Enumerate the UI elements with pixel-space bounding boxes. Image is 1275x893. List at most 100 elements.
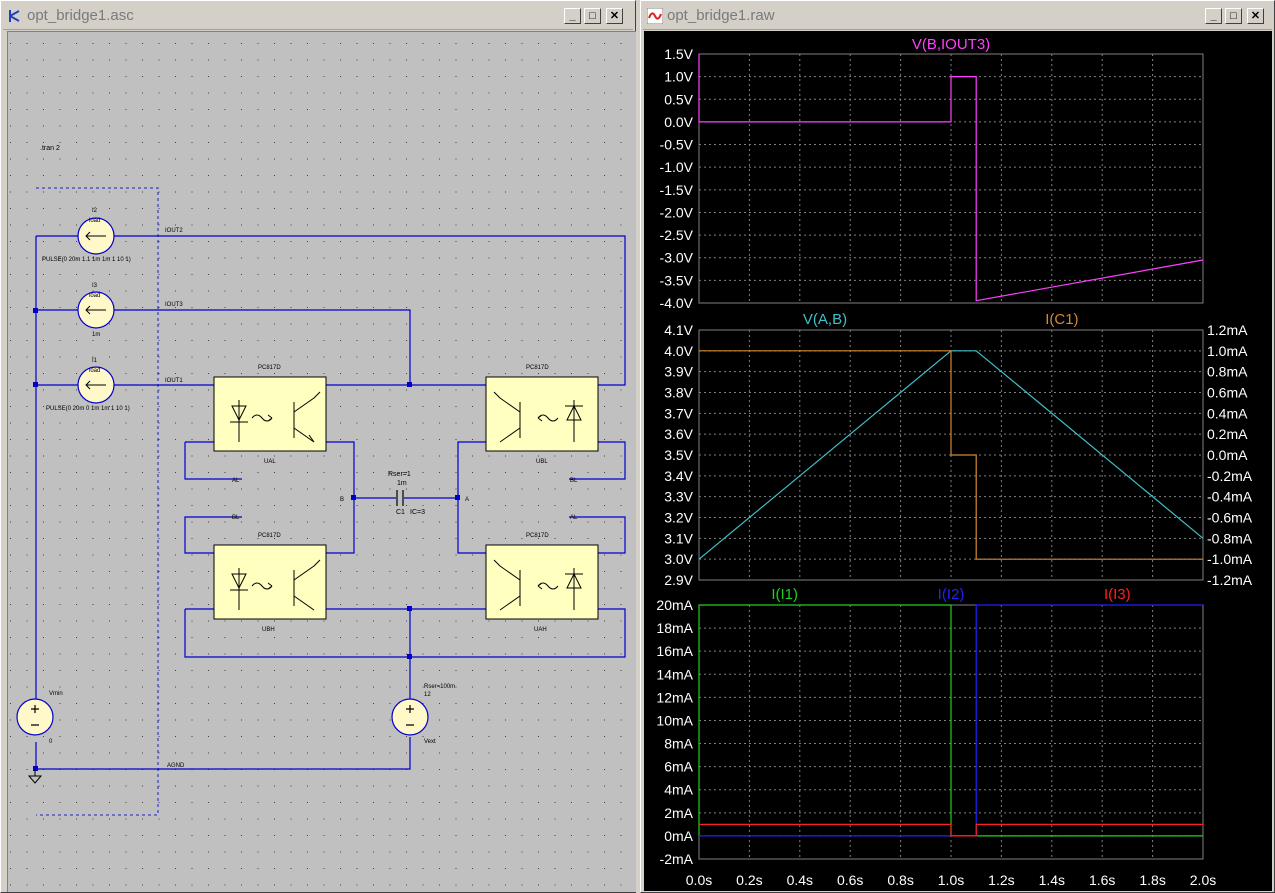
dashed-boundary (36, 187, 159, 816)
c1-value: 1m (397, 480, 407, 487)
plot-window[interactable]: opt_bridge1.raw _ □ ✕ 1.5V 1.0V 0.5V 0.0V -0… (640, 0, 1275, 893)
y-tick-label: 0mA (664, 828, 693, 844)
minimize-button[interactable]: _ (1205, 8, 1222, 24)
y-tick-label: 16mA (656, 643, 693, 659)
net-label-b: B (340, 497, 344, 503)
i1-type: load (89, 368, 100, 374)
y-tick-label: 0.5V (664, 91, 693, 107)
net-label-al-left: AL (232, 478, 240, 484)
ual-ref: UAL (264, 459, 276, 465)
y-tick-label: 2mA (664, 805, 693, 821)
maximize-button[interactable]: □ (584, 8, 601, 24)
y-tick-label: 6mA (664, 759, 693, 775)
y-tick-label: -0.5V (660, 137, 694, 153)
c1-ref: C1 (396, 509, 405, 516)
y2-tick-label: 0.6mA (1207, 385, 1248, 401)
optocoupler-uah[interactable] (485, 544, 599, 620)
y-tick-label: 12mA (656, 689, 693, 705)
y-tick-label: -4.0V (660, 295, 694, 311)
schematic-title: opt_bridge1.asc (27, 7, 134, 24)
y2-tick-label: -0.6mA (1207, 510, 1253, 526)
x-tick-label: 1.6s (1089, 872, 1115, 888)
net-label-iout2: IOUT2 (165, 228, 183, 234)
x-tick-label: 0.2s (736, 872, 762, 888)
series-line (699, 823, 1203, 837)
ubh-ref: UBH (262, 627, 275, 633)
ubh-model: PC817D (258, 533, 281, 539)
trace-label: I(C1) (1045, 311, 1078, 328)
close-button[interactable]: ✕ (606, 8, 623, 24)
y-tick-label: 3.6V (664, 426, 693, 442)
y-tick-label: -2mA (660, 851, 694, 867)
trace-label: V(A,B) (803, 311, 847, 328)
y-tick-label: 2.9V (664, 572, 693, 588)
x-tick-label: 1.4s (1039, 872, 1065, 888)
schematic-window[interactable]: opt_bridge1.asc _ □ ✕ .tran 2 (0, 0, 636, 893)
net-label-iout3: IOUT3 (165, 302, 183, 308)
optocoupler-ubl[interactable] (485, 376, 599, 452)
net-label-bl-left: BL (232, 515, 240, 521)
maximize-button[interactable]: □ (1225, 8, 1242, 24)
net-label-bl-right: BL (570, 478, 578, 484)
close-button[interactable]: ✕ (1247, 8, 1264, 24)
i2-type: load (89, 218, 100, 224)
ual-model: PC817D (258, 365, 281, 371)
y-tick-label: 0.0V (664, 114, 693, 130)
y2-tick-label: 0.0mA (1207, 447, 1248, 463)
y2-tick-label: -0.8mA (1207, 530, 1253, 546)
x-tick-label: 1.2s (988, 872, 1014, 888)
c1-rser: Rser=1 (388, 471, 411, 478)
y-tick-label: 8mA (664, 736, 693, 752)
y-tick-label: 3.1V (664, 530, 693, 546)
plot-titlebar[interactable]: opt_bridge1.raw _ □ ✕ (643, 3, 1272, 30)
y-tick-label: 18mA (656, 620, 693, 636)
net-label-iout1: IOUT1 (165, 378, 183, 384)
y-tick-label: 3.8V (664, 385, 693, 401)
vext-rser: Rser=100m (424, 684, 455, 690)
minimize-button[interactable]: _ (564, 8, 581, 24)
current-source-i3[interactable] (77, 291, 115, 329)
vmin-value: 0 (49, 739, 53, 745)
y-tick-label: 3.5V (664, 447, 693, 463)
i2-value: PULSE(0 20m 1.1 1m 1m 1 10 1) (42, 257, 131, 263)
ubl-ref: UBL (536, 459, 548, 465)
current-source-i2[interactable] (77, 217, 115, 255)
schematic-canvas[interactable]: .tran 2 (7, 31, 636, 892)
i3-ref: I3 (92, 283, 98, 289)
x-tick-label: 0.4s (787, 872, 813, 888)
x-tick-label: 1.8s (1139, 872, 1165, 888)
i3-value: 1m (92, 332, 100, 338)
ubl-model: PC817D (526, 365, 549, 371)
voltage-source-vext[interactable] (391, 698, 429, 736)
waveform-app-icon (647, 8, 663, 24)
net-label-a: A (465, 497, 469, 503)
series-line (698, 54, 1204, 302)
y2-tick-label: 0.8mA (1207, 364, 1248, 380)
y-tick-label: 3.4V (664, 468, 693, 484)
y-tick-label: -2.5V (660, 227, 694, 243)
y-tick-label: 4.0V (664, 343, 693, 359)
optocoupler-ubh[interactable] (213, 544, 327, 620)
x-tick-label: 0.6s (837, 872, 863, 888)
i2-ref: I2 (92, 208, 98, 214)
y2-tick-label: 1.2mA (1207, 322, 1248, 338)
y-tick-label: 3.7V (664, 405, 693, 421)
y-tick-label: 4mA (664, 782, 693, 798)
y-tick-label: 1.5V (664, 46, 693, 62)
current-source-i1[interactable] (77, 366, 115, 404)
y-tick-label: 1.0V (664, 69, 693, 85)
voltage-source-vmin[interactable] (16, 698, 54, 736)
y-tick-label: 20mA (656, 597, 693, 613)
trace-label: V(B,IOUT3) (912, 36, 990, 53)
plot-title: opt_bridge1.raw (667, 7, 775, 24)
y-tick-label: 3.9V (664, 364, 693, 380)
y2-tick-label: -1.2mA (1207, 572, 1253, 588)
ground-icon (27, 769, 43, 784)
trace-label: I(I2) (938, 586, 965, 603)
x-tick-label: 0.8s (887, 872, 913, 888)
optocoupler-ual[interactable] (213, 376, 327, 452)
junction-dots (33, 308, 460, 771)
schematic-titlebar[interactable]: opt_bridge1.asc _ □ ✕ (3, 3, 633, 30)
capacitor-c1[interactable] (396, 490, 404, 506)
